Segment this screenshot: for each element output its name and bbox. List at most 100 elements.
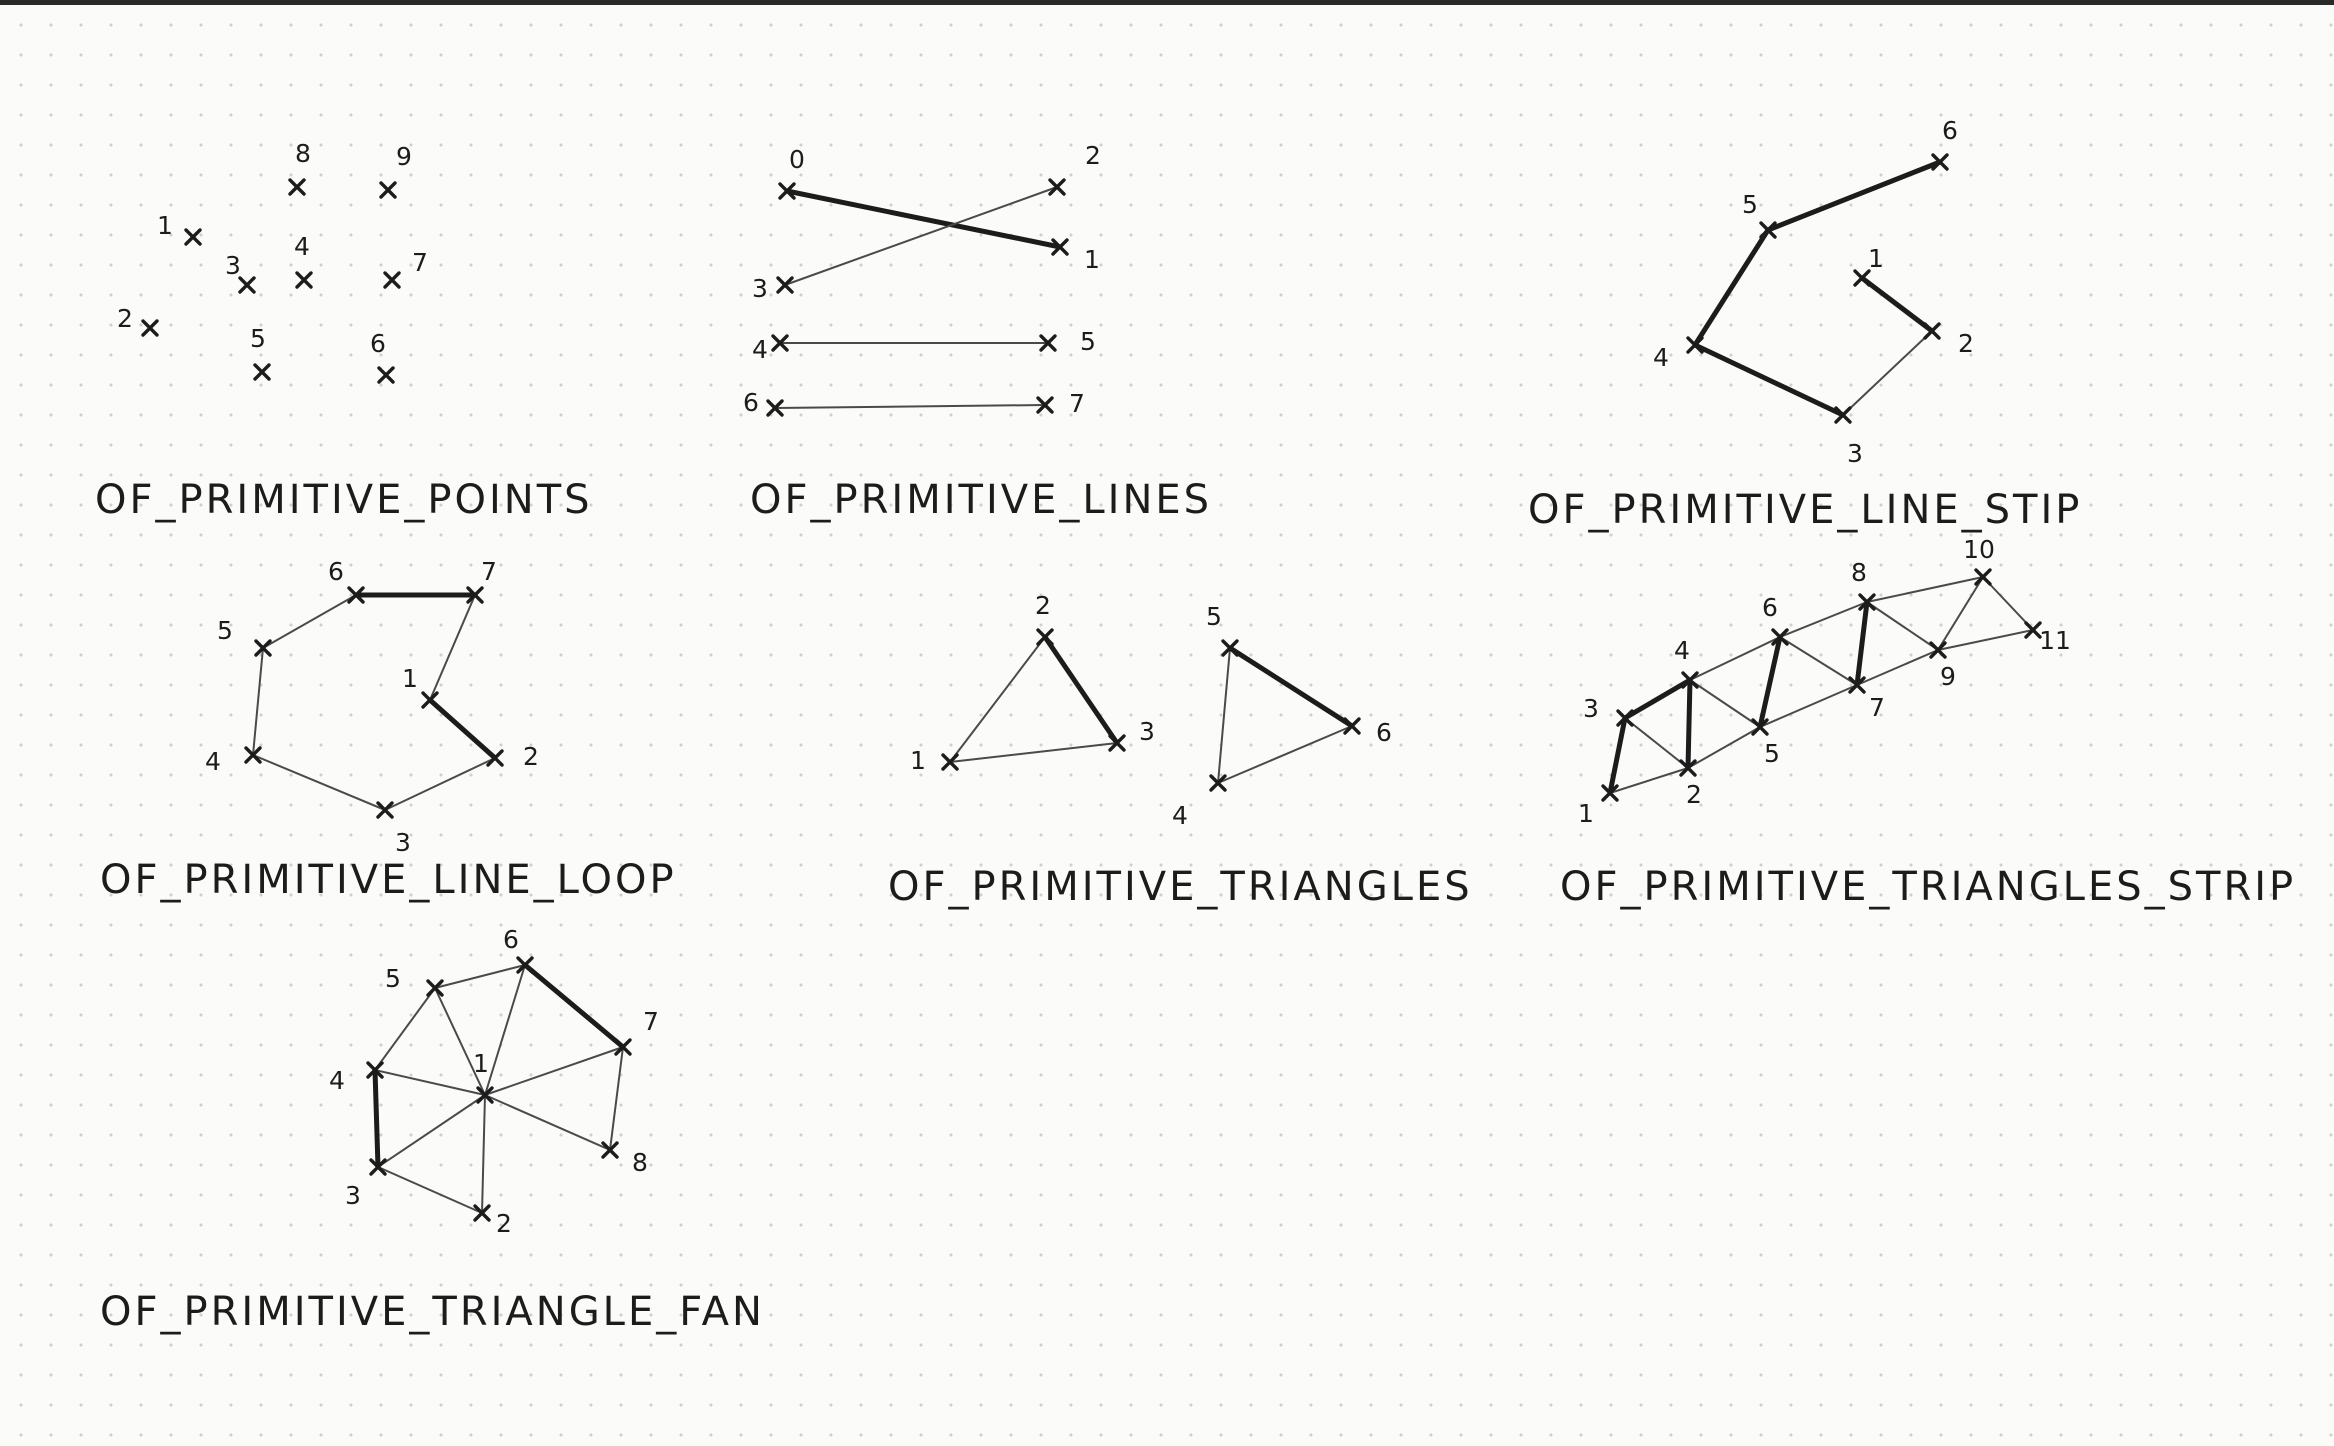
triangles-vertex-label-6: 6 <box>1376 718 1392 747</box>
edges-layer <box>252 159 2034 1214</box>
points-vertex-label-3: 3 <box>225 251 241 280</box>
triangles-edge-6-4 <box>1217 725 1353 784</box>
triangle-strip-edge-2-4 <box>1685 677 1693 771</box>
lines-vertex-label-7: 7 <box>1069 389 1085 418</box>
triangles-vertex-label-4: 4 <box>1172 801 1188 830</box>
line-strip-vertex-mark-1 <box>1853 269 1871 287</box>
triangle-strip-vertex-mark-7 <box>1848 676 1866 694</box>
triangle-fan-edge-7-8 <box>609 1046 624 1151</box>
line-loop-edge-1-2 <box>427 697 498 761</box>
triangle-strip-edge-3-2 <box>1624 717 1689 769</box>
triangle-fan-edge-1-5 <box>434 987 486 1096</box>
line-loop-edge-3-4 <box>252 754 386 811</box>
captions-layer: OF_PRIMITIVE_POINTS OF_PRIMITIVE_LINES O… <box>95 477 2296 1335</box>
points-vertex-mark-3 <box>238 276 256 294</box>
triangles-edge-2-3 <box>1042 634 1120 746</box>
triangles-edge-1-2 <box>949 636 1046 763</box>
triangle-strip-vertex-mark-8 <box>1858 593 1876 611</box>
lines-vertex-mark-1 <box>1051 238 1069 256</box>
triangle-fan-vertex-mark-3 <box>369 1158 387 1176</box>
caption-triangle-strip: OF_PRIMITIVE_TRIANGLES_STRIP <box>1560 864 2296 910</box>
triangle-strip-vertex-label-6: 6 <box>1762 593 1778 622</box>
triangles-edge-4-5 <box>1217 647 1231 784</box>
line-loop-edge-4-5 <box>252 647 264 756</box>
triangle-fan-edge-1-8 <box>484 1094 611 1151</box>
points-vertex-mark-7 <box>383 271 401 289</box>
page-top-edge <box>0 0 2334 5</box>
line-strip-vertex-mark-4 <box>1686 336 1704 354</box>
triangle-fan-edge-1-3 <box>377 1094 486 1168</box>
triangle-fan-edge-1-6 <box>484 964 526 1096</box>
triangle-strip-vertex-mark-3 <box>1616 709 1634 727</box>
triangle-strip-edge-9-11 <box>1937 629 2034 651</box>
points-vertex-mark-2 <box>141 319 159 337</box>
triangle-strip-edge-6-7 <box>1779 636 1858 686</box>
triangles-vertex-label-5: 5 <box>1206 602 1222 631</box>
triangle-fan-vertex-mark-6 <box>516 956 534 974</box>
line-loop-edge-7-1 <box>429 594 476 701</box>
triangles-vertex-mark-6 <box>1343 717 1361 735</box>
lines-vertex-label-6: 6 <box>743 388 759 417</box>
triangle-fan-vertex-label-2: 2 <box>496 1209 512 1238</box>
triangles-edge-5-6 <box>1227 645 1355 729</box>
triangle-strip-vertex-mark-4 <box>1681 671 1699 689</box>
triangle-strip-vertex-label-11: 11 <box>2039 626 2071 655</box>
line-loop-edge-5-6 <box>262 594 357 649</box>
line-loop-vertex-mark-3 <box>376 801 394 819</box>
triangle-strip-vertex-mark-5 <box>1751 718 1769 736</box>
triangle-strip-vertex-label-2: 2 <box>1686 780 1702 809</box>
triangle-strip-edge-1-2 <box>1609 767 1689 794</box>
lines-edge-6-7 <box>774 404 1046 409</box>
points-vertex-label-8: 8 <box>295 139 311 168</box>
triangles-vertex-mark-3 <box>1108 734 1126 752</box>
lines-vertex-mark-0 <box>778 182 796 200</box>
triangle-strip-edge-9-10 <box>1937 576 1984 651</box>
lines-vertex-mark-4 <box>771 334 789 352</box>
lines-vertex-label-2: 2 <box>1085 141 1101 170</box>
triangles-vertex-mark-2 <box>1036 628 1054 646</box>
lines-edge-2-3 <box>784 186 1058 286</box>
triangle-fan-vertex-label-5: 5 <box>385 964 401 993</box>
points-vertex-label-4: 4 <box>294 232 310 261</box>
triangle-strip-vertex-label-8: 8 <box>1851 558 1867 587</box>
points-vertex-label-1: 1 <box>157 211 173 240</box>
lines-vertex-mark-3 <box>776 276 794 294</box>
points-vertex-label-9: 9 <box>396 142 412 171</box>
lines-edge-0-1 <box>784 188 1063 250</box>
lines-vertex-mark-7 <box>1036 396 1054 414</box>
triangle-fan-vertex-label-7: 7 <box>643 1007 659 1036</box>
line-loop-edge-2-3 <box>384 757 496 811</box>
line-strip-vertex-label-3: 3 <box>1847 439 1863 468</box>
triangle-strip-edge-5-6 <box>1757 634 1783 730</box>
line-strip-edge-1-2 <box>1859 275 1935 334</box>
line-strip-vertex-label-2: 2 <box>1958 329 1974 358</box>
triangle-strip-vertex-mark-1 <box>1601 784 1619 802</box>
triangle-fan-vertex-mark-5 <box>426 979 444 997</box>
points-vertex-mark-9 <box>379 181 397 199</box>
triangle-strip-edge-8-9 <box>1866 601 1939 651</box>
triangle-fan-vertex-mark-4 <box>366 1061 384 1079</box>
triangle-fan-vertex-label-1: 1 <box>473 1049 489 1078</box>
triangle-fan-vertex-label-6: 6 <box>503 925 519 954</box>
triangle-fan-vertex-mark-8 <box>601 1141 619 1159</box>
lines-vertex-label-3: 3 <box>752 274 768 303</box>
triangles-vertex-mark-1 <box>941 753 959 771</box>
line-loop-vertex-mark-4 <box>244 746 262 764</box>
line-loop-vertex-mark-7 <box>466 586 484 604</box>
triangle-fan-edge-5-6 <box>434 964 526 989</box>
triangle-fan-vertex-label-8: 8 <box>632 1148 648 1177</box>
triangle-fan-edge-1-4 <box>374 1069 486 1096</box>
caption-line-strip: OF_PRIMITIVE_LINE_STIP <box>1528 487 2082 533</box>
caption-line-loop: OF_PRIMITIVE_LINE_LOOP <box>100 857 677 903</box>
line-strip-vertex-label-5: 5 <box>1742 190 1758 219</box>
points-vertex-mark-5 <box>253 363 271 381</box>
lines-vertex-label-4: 4 <box>752 335 768 364</box>
triangle-strip-edge-7-9 <box>1856 649 1939 686</box>
triangle-fan-edge-6-7 <box>522 962 626 1050</box>
triangle-fan-edge-1-2 <box>481 1094 486 1214</box>
line-strip-vertex-label-1: 1 <box>1868 244 1884 273</box>
triangle-strip-vertex-mark-6 <box>1771 628 1789 646</box>
line-strip-vertex-label-6: 6 <box>1942 116 1958 145</box>
line-loop-vertex-mark-6 <box>347 586 365 604</box>
